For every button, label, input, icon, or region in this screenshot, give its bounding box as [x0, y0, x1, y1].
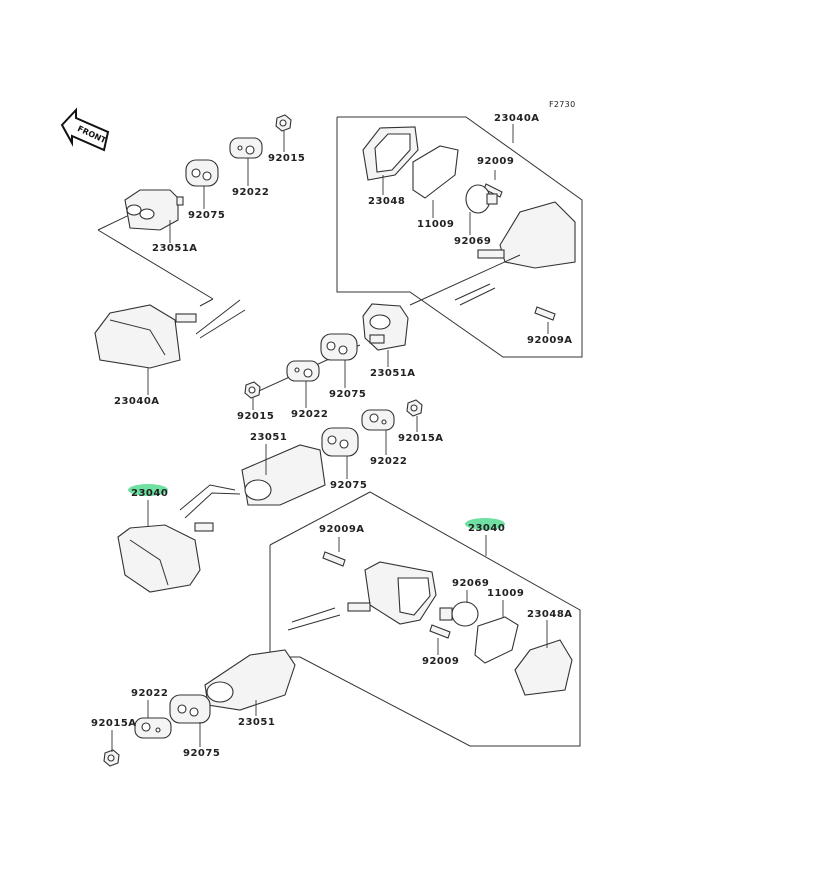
- plate-92022-upper-middle: [286, 360, 320, 382]
- figure-code: F2730: [549, 100, 576, 109]
- highlight-marker: [465, 518, 505, 530]
- grommet-92075-bottom: [169, 694, 211, 724]
- label-23048[interactable]: 23048: [368, 196, 406, 207]
- label-23040a-upper-assembly[interactable]: 23040A: [494, 113, 540, 124]
- plate-92022-top: [229, 137, 263, 159]
- label-92009a-lower[interactable]: 92009A: [319, 524, 365, 535]
- lamp-housing-23040a-upper: [454, 201, 576, 306]
- label-92075-upper-middle[interactable]: 92075: [329, 389, 367, 400]
- highlight-marker: [128, 484, 168, 496]
- label-23040-left[interactable]: 23040: [131, 488, 169, 499]
- lamp-housing-23040-lower: [287, 561, 437, 631]
- callout-leaders: [111, 124, 549, 752]
- label-23040-lower-assembly[interactable]: 23040: [468, 523, 506, 534]
- label-92069-lower[interactable]: 92069: [452, 578, 490, 589]
- grommet-92075-lower-middle: [321, 427, 359, 457]
- label-23051-middle[interactable]: 23051: [250, 432, 288, 443]
- label-23048a[interactable]: 23048A: [527, 609, 573, 620]
- holder-23051a-middle: [362, 303, 409, 351]
- label-92015a-middle[interactable]: 92015A: [398, 433, 444, 444]
- label-92015-middle[interactable]: 92015: [237, 411, 275, 422]
- lamp-23040a-left: [94, 299, 246, 369]
- label-92009-lower[interactable]: 92009: [422, 656, 460, 667]
- label-11009-lower[interactable]: 11009: [487, 588, 525, 599]
- leader-line: [97, 229, 214, 300]
- label-23040a-left[interactable]: 23040A: [114, 396, 160, 407]
- label-23051-bottom[interactable]: 23051: [238, 717, 276, 728]
- lamp-23040-left: [117, 484, 241, 593]
- label-92022-upper-middle[interactable]: 92022: [291, 409, 329, 420]
- label-92022-bottom[interactable]: 92022: [131, 688, 169, 699]
- holder-23051-bottom: [204, 649, 296, 711]
- gasket-11009-upper: [412, 145, 459, 199]
- front-arrow-icon: FRONT: [60, 107, 110, 152]
- screw-92009-lower: [429, 624, 451, 639]
- nut-92015a-bottom: [103, 749, 120, 767]
- leader-line: [409, 254, 521, 306]
- plate-92022-lower-middle: [361, 409, 395, 431]
- grommet-92075-top: [185, 159, 219, 187]
- gasket-11009-lower: [474, 616, 519, 664]
- nut-92015-middle: [244, 381, 261, 399]
- label-92075-bottom[interactable]: 92075: [183, 748, 221, 759]
- nut-92015a-middle: [406, 399, 423, 417]
- label-92015-top[interactable]: 92015: [268, 153, 306, 164]
- screw-92009a-lower: [322, 551, 346, 567]
- leader-line: [199, 298, 214, 307]
- label-92022-top[interactable]: 92022: [232, 187, 270, 198]
- label-92009a-upper[interactable]: 92009A: [527, 335, 573, 346]
- label-92075-top[interactable]: 92075: [188, 210, 226, 221]
- label-23051a-top[interactable]: 23051A: [152, 243, 198, 254]
- label-23051a-middle[interactable]: 23051A: [370, 368, 416, 379]
- holder-23051a-top: [124, 189, 184, 231]
- label-92069-upper[interactable]: 92069: [454, 236, 492, 247]
- label-92015a-bottom[interactable]: 92015A: [91, 718, 137, 729]
- label-92009-upper[interactable]: 92009: [477, 156, 515, 167]
- label-11009-upper[interactable]: 11009: [417, 219, 455, 230]
- label-92075-lower-middle[interactable]: 92075: [330, 480, 368, 491]
- plate-92022-bottom: [134, 717, 172, 739]
- lens-23048a: [514, 639, 573, 696]
- label-92022-lower-middle[interactable]: 92022: [370, 456, 408, 467]
- upper-right-assembly-frame: [336, 116, 583, 358]
- lens-23048: [362, 126, 419, 181]
- grommet-92075-upper-middle: [320, 333, 358, 361]
- bulb-92069-lower: [439, 601, 479, 627]
- holder-23051-middle: [241, 444, 326, 506]
- nut-92015-top: [275, 114, 292, 132]
- screw-92009a-upper: [534, 306, 556, 321]
- bulb-92069-upper: [465, 184, 498, 214]
